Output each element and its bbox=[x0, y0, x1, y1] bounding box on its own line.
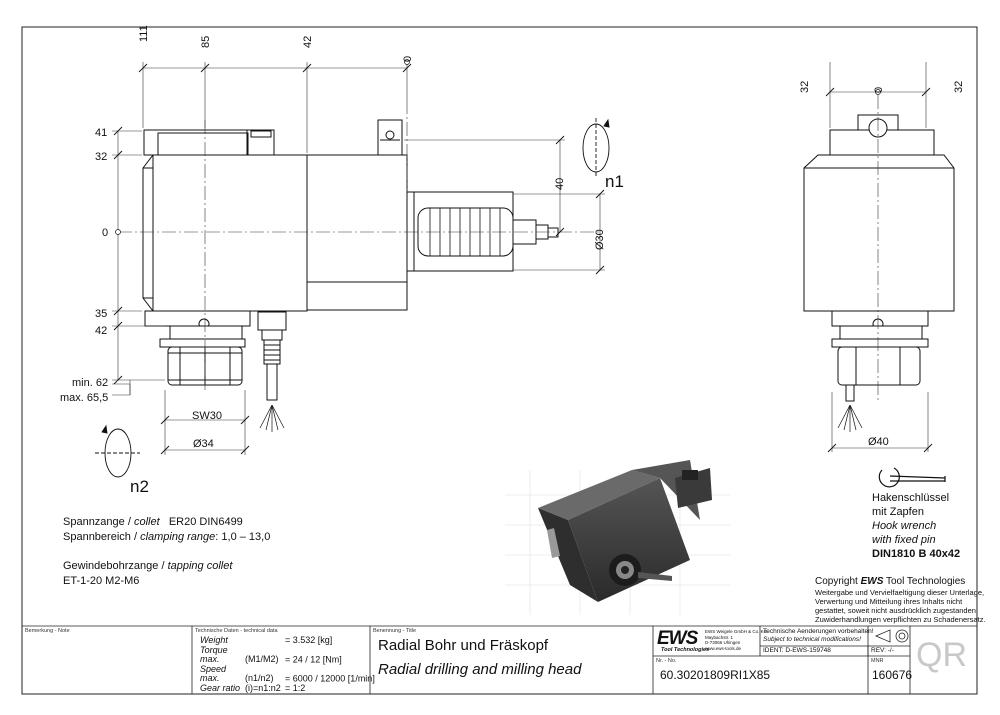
zero-marker bbox=[115, 229, 121, 235]
dim-left-0: 0 bbox=[102, 227, 109, 239]
changes-en: Subject to technical modifications! bbox=[763, 636, 861, 643]
dim-min-62: min. 62 bbox=[72, 377, 109, 389]
tech-row: Torque max. (M1/M2) = 24 / 12 [Nm] bbox=[200, 644, 375, 665]
note-collet: Spannzange / collet ER20 DIN6499 bbox=[63, 515, 243, 529]
tech-row-prefix: (n1/n2) bbox=[245, 673, 274, 683]
side-view bbox=[803, 114, 955, 432]
copyright-line: Verwertung und Mitteilung ihres Inhalts … bbox=[815, 597, 963, 606]
hook-wrench-icon bbox=[878, 467, 946, 488]
dim-max-65: max. 65,5 bbox=[60, 392, 109, 404]
mnr-number: 160676 bbox=[872, 668, 913, 682]
company-line: EWS Weigele GmbH & Co. KG bbox=[705, 629, 768, 634]
isometric-render bbox=[505, 460, 730, 615]
front-dimension-ticks bbox=[113, 63, 605, 455]
tech-row-value: = 6000 / 12000 [1/min] bbox=[285, 673, 375, 683]
dim-left-42: 42 bbox=[95, 325, 108, 337]
company-line: www.ews-tools.de bbox=[705, 645, 742, 651]
copyright-line: Zuwiderhandlungen verpflichten zu Schade… bbox=[815, 615, 986, 624]
note-clamping-val: : 1,0 – 13,0 bbox=[215, 531, 271, 543]
note-tapping-en: tapping collet bbox=[167, 560, 233, 572]
tech-row-label: Torque max. bbox=[200, 644, 228, 664]
dim-left-41: 41 bbox=[95, 127, 108, 139]
copyright-line: Weitergabe und Vervielfaeltigung dieser … bbox=[815, 588, 985, 597]
note-collet-val: ER20 DIN6499 bbox=[168, 516, 243, 528]
ident-number: IDENT: D-EWS-159748 bbox=[763, 647, 831, 654]
tech-row: Weight = 3.532 [kg] bbox=[200, 635, 375, 646]
copyright-brand: EWS bbox=[860, 576, 884, 587]
tech-data-label: Technische Daten - technical data bbox=[195, 628, 278, 634]
tech-row-prefix: (i)=n1:n2 bbox=[245, 682, 281, 693]
qr-placeholder: QR bbox=[916, 636, 967, 674]
tech-row-label: Gear ratio bbox=[200, 682, 241, 693]
mnr-label: MNR bbox=[871, 658, 884, 664]
nr-label: Nr. - No. bbox=[656, 658, 677, 664]
label-n2: n2 bbox=[130, 477, 149, 496]
dim-left-35: 35 bbox=[95, 308, 108, 320]
tech-row-value: = 24 / 12 [Nm] bbox=[285, 654, 342, 664]
part-number: 60.30201809RI1X85 bbox=[660, 668, 771, 682]
tech-row-label: Speed max. bbox=[200, 663, 227, 683]
front-centerlines bbox=[118, 100, 600, 390]
copyright-prefix: Copyright bbox=[815, 576, 858, 587]
ews-logo: EWS bbox=[657, 628, 698, 649]
rotation-symbol-n1 bbox=[582, 118, 610, 178]
copyright-text: Weitergabe und Vervielfaeltigung dieser … bbox=[815, 588, 986, 624]
wrench-en1: Hook wrench bbox=[872, 520, 937, 532]
wrench-de1: Hakenschlüssel bbox=[872, 492, 950, 504]
tech-row-prefix: (M1/M2) bbox=[245, 654, 279, 664]
dim-sw30: SW30 bbox=[192, 410, 222, 422]
label-n1: n1 bbox=[605, 172, 624, 191]
note-tapping-de: Gewindebohrzange / bbox=[63, 560, 165, 572]
note-clamping-en: clamping range bbox=[140, 531, 216, 543]
tech-row-value: = 1:2 bbox=[285, 682, 306, 693]
company-line: D-73066 Uhingen bbox=[705, 640, 741, 645]
changes-notice: Technische Aenderungen vorbehalten! Subj… bbox=[763, 628, 874, 644]
company-address: EWS Weigele GmbH & Co. KG Maybachstr. 1 … bbox=[705, 629, 767, 651]
tech-row: Gear ratio (i)=n1:n2 = 1:2 bbox=[200, 682, 375, 694]
title-en: Radial drilling and milling head bbox=[378, 661, 582, 678]
dim-left-32: 32 bbox=[95, 151, 108, 163]
tech-data-table: Weight = 3.532 [kg] Torque max. (M1/M2) = 2… bbox=[200, 635, 375, 694]
zero-marker-top bbox=[404, 59, 410, 65]
title-de: Radial Bohr und Fräskopf bbox=[378, 637, 549, 654]
remark-label: Bemerkung - Note bbox=[25, 628, 70, 634]
side-zero-marker bbox=[875, 89, 881, 95]
leader-min-max bbox=[112, 383, 131, 396]
note-clamping: Spannbereich / clamping range: 1,0 – 13,… bbox=[63, 530, 270, 544]
ews-logo-sub: Tool Technologies bbox=[661, 647, 710, 653]
wrench-en2: with fixed pin bbox=[872, 534, 936, 546]
tech-row-value: = 3.532 [kg] bbox=[285, 635, 333, 645]
sheet-border bbox=[21, 26, 978, 695]
copyright-line: gestattet, soweit nicht ausdrücklich zug… bbox=[815, 606, 979, 615]
revision: REV: -/- bbox=[871, 647, 894, 654]
note-clamping-de: Spannbereich / bbox=[63, 531, 137, 543]
rotation-symbol-n2 bbox=[95, 424, 140, 478]
wrench-de2: mit Zapfen bbox=[872, 506, 924, 518]
changes-de: Technische Aenderungen vorbehalten! bbox=[763, 628, 874, 635]
note-tapping: Gewindebohrzange / tapping collet bbox=[63, 559, 232, 573]
side-dim-d40: Ø40 bbox=[868, 436, 889, 448]
dim-d34: Ø34 bbox=[193, 438, 214, 450]
note-collet-en: collet bbox=[133, 516, 160, 528]
tech-row-label: Weight bbox=[200, 635, 228, 645]
wrench-standard: DIN1810 B 40x42 bbox=[872, 548, 961, 560]
side-dimension-ticks bbox=[825, 87, 933, 453]
title-label: Benennung - Title bbox=[373, 628, 417, 634]
copyright-suffix: Tool Technologies bbox=[885, 576, 966, 587]
front-dimension-lines bbox=[112, 62, 605, 455]
tech-row: Speed max. (n1/n2) = 6000 / 12000 [1/min] bbox=[200, 663, 375, 684]
note-tapping-size: ET-1-20 M2-M6 bbox=[63, 575, 140, 587]
note-collet-de: Spannzange / bbox=[63, 516, 131, 528]
projection-symbol-icon bbox=[874, 629, 909, 643]
copyright-title: Copyright EWS Tool Technologies bbox=[815, 576, 965, 587]
company-line: Maybachstr. 1 bbox=[705, 634, 734, 640]
